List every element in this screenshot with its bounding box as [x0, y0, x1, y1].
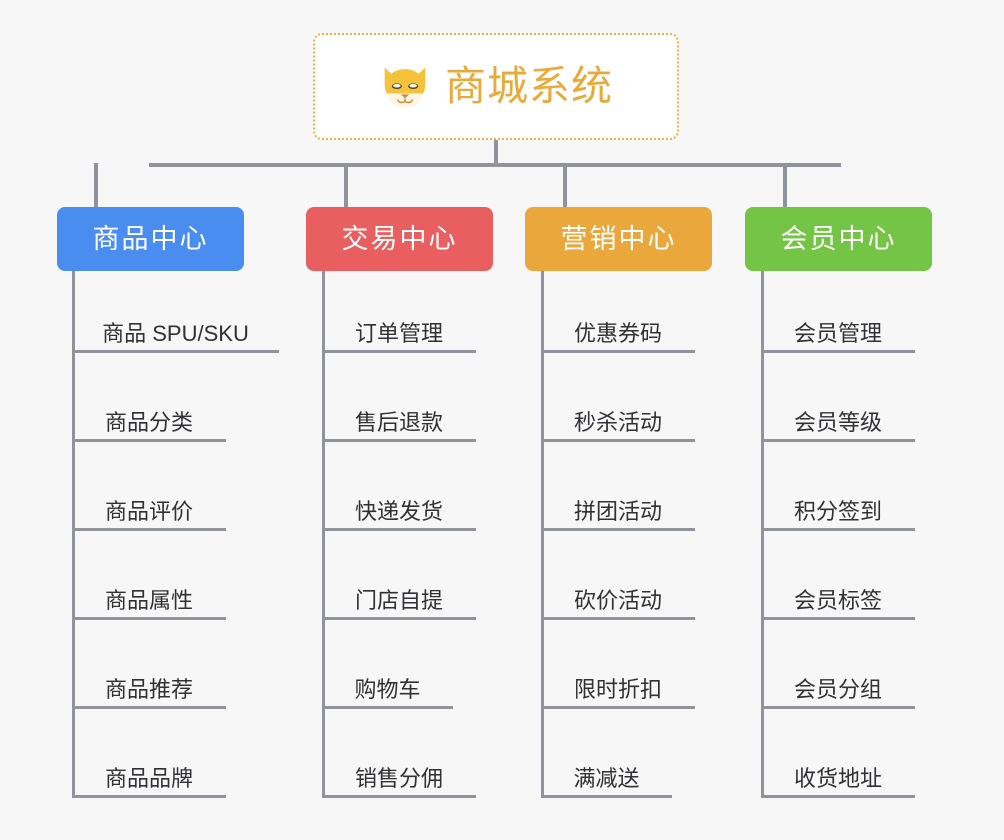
leaf-item-label: 优惠券码	[573, 320, 662, 346]
branch-trunk-4	[761, 271, 764, 798]
leaf-item-label: 秒杀活动	[573, 409, 662, 435]
leaf-item-label: 满减送	[573, 765, 640, 791]
leaf-item[interactable]: 快递发货	[322, 485, 476, 531]
leaf-item-label: 售后退款	[354, 409, 443, 435]
leaf-item[interactable]: 商品属性	[72, 574, 226, 620]
category-label: 会员中心	[780, 223, 897, 254]
leaf-item[interactable]: 会员管理	[761, 307, 915, 353]
leaf-item-label: 积分签到	[793, 498, 882, 524]
connector-drop-3	[563, 163, 567, 208]
leaf-item-label: 砍价活动	[573, 587, 662, 613]
root-node[interactable]: 商城系统	[313, 33, 679, 140]
leaf-item[interactable]: 会员等级	[761, 396, 915, 442]
category-box-2[interactable]: 交易中心	[306, 207, 493, 271]
category-label: 商品中心	[92, 223, 209, 254]
root-title: 商城系统	[445, 63, 613, 109]
leaf-item[interactable]: 商品推荐	[72, 663, 226, 709]
branch-trunk-3	[541, 271, 544, 798]
leaf-item-label: 商品评价	[104, 498, 193, 524]
leaf-item-label: 收货地址	[793, 765, 882, 791]
leaf-item-label: 限时折扣	[573, 676, 662, 702]
category-box-1[interactable]: 商品中心	[57, 207, 244, 271]
leaf-item[interactable]: 限时折扣	[541, 663, 695, 709]
connector-horizontal-bus	[149, 163, 841, 167]
leaf-item[interactable]: 售后退款	[322, 396, 476, 442]
leaf-item[interactable]: 门店自提	[322, 574, 476, 620]
leaf-item[interactable]: 销售分佣	[322, 752, 476, 798]
leaf-item[interactable]: 会员分组	[761, 663, 915, 709]
connector-drop-4	[783, 163, 787, 208]
connector-drop-1	[94, 163, 98, 208]
leaf-item[interactable]: 拼团活动	[541, 485, 695, 531]
shiba-dog-face-icon	[384, 67, 426, 108]
branch-trunk-1	[72, 271, 75, 798]
category-box-4[interactable]: 会员中心	[745, 207, 932, 271]
leaf-item-label: 商品推荐	[104, 676, 193, 702]
leaf-item-label: 快递发货	[354, 498, 443, 524]
leaf-item[interactable]: 商品 SPU/SKU	[72, 307, 279, 353]
leaf-item-label: 会员等级	[793, 409, 882, 435]
leaf-item-label: 门店自提	[354, 587, 443, 613]
connector-drop-2	[344, 163, 348, 208]
category-box-3[interactable]: 营销中心	[525, 207, 712, 271]
leaf-item[interactable]: 会员标签	[761, 574, 915, 620]
leaf-item-label: 会员管理	[793, 320, 882, 346]
branch-trunk-2	[322, 271, 325, 798]
leaf-item-label: 拼团活动	[573, 498, 662, 524]
leaf-item[interactable]: 订单管理	[322, 307, 476, 353]
connector-root-stem	[494, 140, 498, 166]
category-label: 营销中心	[560, 223, 677, 254]
leaf-item[interactable]: 积分签到	[761, 485, 915, 531]
leaf-item[interactable]: 砍价活动	[541, 574, 695, 620]
leaf-item[interactable]: 商品品牌	[72, 752, 226, 798]
leaf-item[interactable]: 商品分类	[72, 396, 226, 442]
leaf-item-label: 会员标签	[793, 587, 882, 613]
leaf-item-label: 购物车	[354, 676, 421, 702]
leaf-item-label: 商品属性	[104, 587, 193, 613]
leaf-item[interactable]: 优惠券码	[541, 307, 695, 353]
leaf-item-label: 商品品牌	[104, 765, 193, 791]
leaf-item-label: 销售分佣	[354, 765, 443, 791]
leaf-item-label: 商品 SPU/SKU	[102, 320, 249, 346]
category-label: 交易中心	[341, 223, 458, 254]
leaf-item[interactable]: 商品评价	[72, 485, 226, 531]
leaf-item-label: 订单管理	[354, 320, 443, 346]
leaf-item[interactable]: 收货地址	[761, 752, 915, 798]
leaf-item-label: 商品分类	[104, 409, 193, 435]
leaf-item[interactable]: 满减送	[541, 752, 672, 798]
leaf-item[interactable]: 秒杀活动	[541, 396, 695, 442]
leaf-item[interactable]: 购物车	[322, 663, 453, 709]
leaf-item-label: 会员分组	[793, 676, 882, 702]
